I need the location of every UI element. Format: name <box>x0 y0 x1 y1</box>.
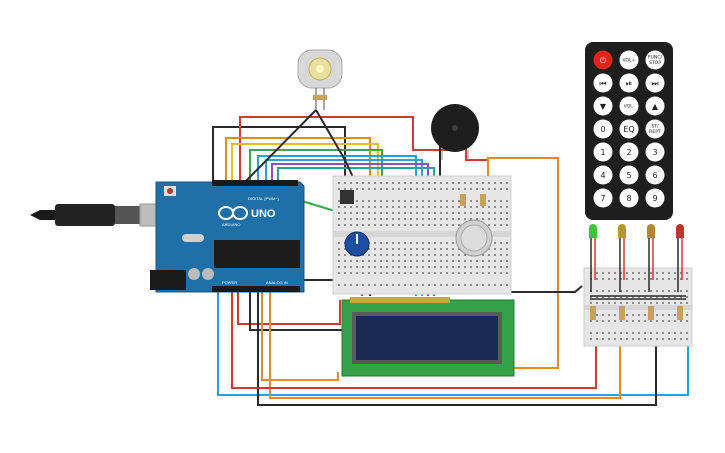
dc-motor[interactable] <box>297 49 343 110</box>
remote-button-label: 8 <box>626 194 631 203</box>
remote-button[interactable]: 2 <box>619 142 639 162</box>
remote-button-label: ⏮ <box>599 79 606 88</box>
remote-button-label: FUNC/ <box>648 55 663 61</box>
remote-button[interactable]: VOL- <box>619 96 639 116</box>
piezo-buzzer[interactable] <box>431 104 479 160</box>
remote-button[interactable]: ⏮ <box>593 73 613 93</box>
ir-remote[interactable]: ⏻ VOL+ FUNC/STOP ⏮ ⏯ ⏭ ▼ VOL- ▲ 0 EQ ST/REPT 1 2 3 4 5 6 7… <box>585 42 673 220</box>
resistor[interactable] <box>480 194 486 206</box>
digital-label: DIGITAL (PWM~) <box>248 196 280 201</box>
remote-button-label: REPT <box>649 129 661 135</box>
potentiometer[interactable] <box>344 231 370 257</box>
remote-button[interactable]: ▼ <box>593 96 613 116</box>
remote-button-grid: ⏻ VOL+ FUNC/STOP ⏮ ⏯ ⏭ ▼ VOL- ▲ 0 EQ ST/REPT 1 2 3 4 5 6 7… <box>593 50 665 208</box>
led-red[interactable] <box>676 224 684 320</box>
remote-button[interactable]: 8 <box>619 188 639 208</box>
arduino-uno[interactable]: UNO ARDUINO DIGITAL (PWM~) ANALOG IN POW… <box>30 180 305 293</box>
wire-orange-long[interactable] <box>269 288 621 399</box>
remote-button-label: ⏯ <box>626 79 632 88</box>
remote-button[interactable]: 4 <box>593 165 613 185</box>
remote-button[interactable]: FUNC/STOP <box>645 50 665 70</box>
wire-green-top[interactable] <box>249 149 383 190</box>
remote-button-label: ▼ <box>600 102 607 111</box>
remote-button[interactable]: EQ <box>619 119 639 139</box>
led-amber[interactable] <box>647 224 655 320</box>
remote-button[interactable]: 9 <box>645 188 665 208</box>
wire-black-bottom[interactable] <box>249 288 346 331</box>
remote-button-label: 1 <box>600 148 605 157</box>
remote-button-label: 5 <box>626 171 631 180</box>
remote-button-label: VOL+ <box>622 58 635 64</box>
remote-button[interactable]: ▲ <box>645 96 665 116</box>
remote-button-label: ▲ <box>652 102 659 111</box>
lcd-16x2[interactable] <box>341 297 515 377</box>
remote-button[interactable]: 3 <box>645 142 665 162</box>
remote-button-label: 7 <box>600 194 605 203</box>
remote-button[interactable]: VOL+ <box>619 50 639 70</box>
remote-button-label: 3 <box>652 148 657 157</box>
remote-button-label: STOP <box>649 60 661 66</box>
lcd-pin-header <box>350 297 450 303</box>
remote-button-label: 2 <box>626 148 631 157</box>
led-green[interactable] <box>589 224 597 320</box>
wire-blue-bottom[interactable] <box>217 288 689 396</box>
remote-button[interactable]: ⏻ <box>593 50 613 70</box>
wire-orange-right[interactable] <box>487 157 559 369</box>
remote-button[interactable]: ⏯ <box>619 73 639 93</box>
resistor[interactable] <box>648 306 654 320</box>
led-breadboard[interactable] <box>583 267 693 347</box>
wire-black-top[interactable] <box>212 126 346 188</box>
remote-button-label: ST/ <box>651 124 659 130</box>
remote-button-label: EQ <box>623 125 634 134</box>
led-yellow[interactable] <box>618 224 626 320</box>
power-label: POWER <box>222 280 237 285</box>
remote-button[interactable]: 5 <box>619 165 639 185</box>
led-row <box>589 224 684 320</box>
remote-button[interactable]: 1 <box>593 142 613 162</box>
remote-button-label: 4 <box>600 171 605 180</box>
arduino-sub-brand: ARDUINO <box>222 222 240 227</box>
wire-red-bottom[interactable] <box>237 288 341 325</box>
usb-cable <box>55 204 115 226</box>
wire-red-long[interactable] <box>231 288 597 389</box>
remote-button-label: 0 <box>600 125 605 134</box>
resistor[interactable] <box>590 306 596 320</box>
remote-button[interactable]: 6 <box>645 165 665 185</box>
wire-black-motor2[interactable] <box>244 109 317 183</box>
gas-sensor[interactable] <box>455 219 493 257</box>
analog-label: ANALOG IN <box>266 280 288 285</box>
remote-button-label: 6 <box>652 171 657 180</box>
remote-button[interactable]: 7 <box>593 188 613 208</box>
resistor[interactable] <box>677 306 683 320</box>
wire-black-to-led-board[interactable] <box>488 285 583 293</box>
remote-button-label: VOL- <box>624 104 635 110</box>
resistor[interactable] <box>460 194 466 206</box>
remote-button[interactable]: ST/REPT <box>645 119 665 139</box>
remote-button-label: ⏭ <box>651 79 658 88</box>
resistor[interactable] <box>619 306 625 320</box>
remote-button-label: 9 <box>652 194 657 203</box>
usb-plug <box>30 210 55 220</box>
remote-button[interactable]: 0 <box>593 119 613 139</box>
remote-button-label: ⏻ <box>600 56 607 65</box>
main-breadboard[interactable] <box>332 175 512 295</box>
lcd-screen <box>356 316 498 360</box>
wire-orange-bottom[interactable] <box>261 288 339 381</box>
remote-button[interactable]: ⏭ <box>645 73 665 93</box>
wire-black-long[interactable] <box>257 288 657 406</box>
arduino-brand: UNO <box>251 208 276 220</box>
